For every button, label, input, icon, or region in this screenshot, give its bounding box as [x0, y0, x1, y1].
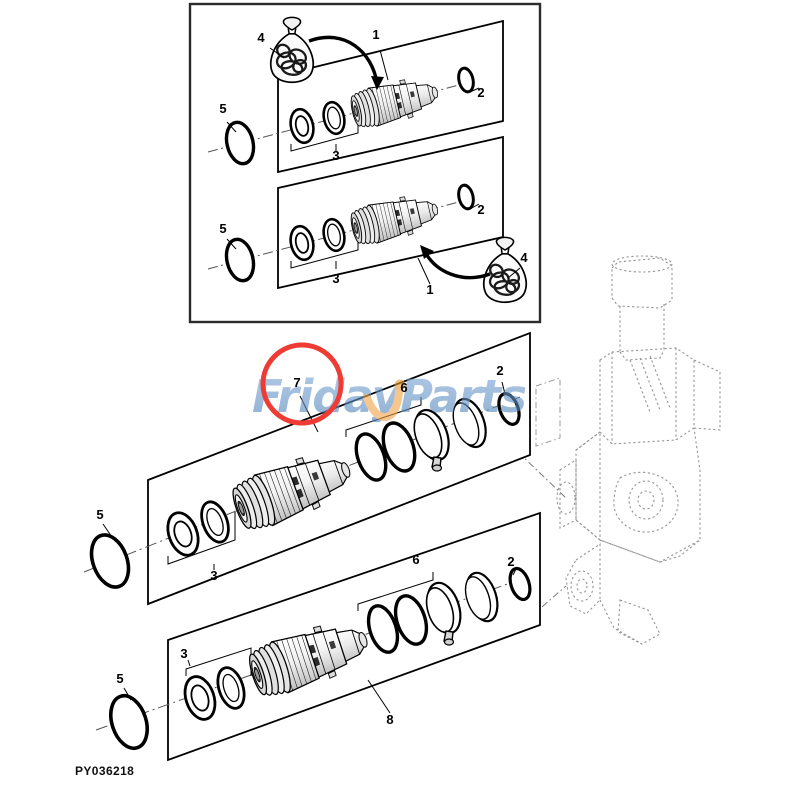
panel-a-parts [207, 16, 480, 166]
mount-ghost-outline [535, 377, 561, 447]
callout-4-panel-a: 4 [257, 30, 265, 45]
callout-6-panel-d: 6 [412, 552, 419, 567]
callout-2-panel-b: 2 [477, 202, 484, 217]
panel-c-parts [83, 377, 561, 589]
part-2-retaining-ring [497, 392, 521, 426]
callout-6-panel-c: 6 [400, 380, 407, 395]
highlight-circle-7 [260, 342, 344, 426]
callout-3-panel-a: 3 [332, 148, 339, 163]
outer-frame-box [188, 2, 542, 324]
part-5-o-ring [89, 533, 131, 589]
callout-1-panel-a: 1 [372, 27, 379, 42]
callout-3-panel-d: 3 [180, 646, 187, 661]
callout-2-panel-d: 2 [507, 554, 514, 569]
part-4-seal-bag [482, 236, 528, 304]
part-6-seal-group [354, 397, 487, 482]
callout-8-panel-d: 8 [386, 712, 393, 727]
part-number-label: PY036218 [75, 764, 134, 778]
callout-2-panel-c: 2 [496, 363, 503, 378]
part-5-o-ring [109, 693, 149, 751]
part-2-retaining-ring [457, 183, 475, 211]
part-4-seal-bag [269, 16, 315, 84]
callout-3-panel-c: 3 [210, 568, 217, 583]
panel-d-parts [95, 566, 532, 751]
callout-1-panel-b: 1 [426, 282, 433, 297]
part-3-seals [166, 500, 230, 557]
callout-5-panel-c: 5 [96, 507, 103, 522]
callout-7-panel-c: 7 [293, 375, 300, 390]
callout-5-panel-d: 5 [116, 671, 123, 686]
part-3-seals [289, 217, 346, 262]
part-5-o-ring [224, 237, 256, 283]
callout-4-panel-b: 4 [520, 250, 528, 265]
callout-2-panel-a: 2 [477, 85, 484, 100]
callout-3-panel-b: 3 [332, 271, 339, 286]
part-2-retaining-ring [457, 66, 475, 94]
part-3-seals [289, 100, 346, 145]
valve-body-ghost [556, 255, 721, 645]
part-2-retaining-ring [508, 566, 532, 602]
center-line [83, 396, 521, 573]
part-3-seals [183, 666, 246, 721]
part-6-seal-group [366, 571, 499, 654]
callout-5-panel-a: 5 [219, 101, 226, 116]
panel-b-parts [207, 183, 528, 304]
part-5-o-ring [224, 120, 256, 166]
watermark-fridayparts: FridayParts [252, 370, 527, 423]
callout-5-panel-b: 5 [219, 221, 226, 236]
